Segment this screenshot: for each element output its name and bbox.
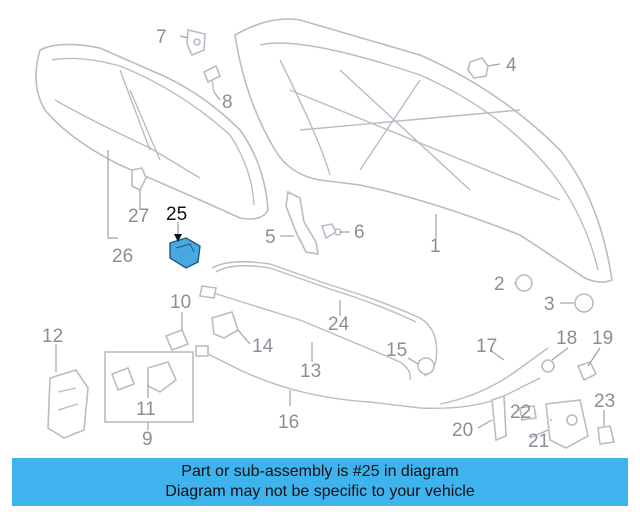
callout-14: 14: [252, 336, 274, 357]
callout-25: 25: [166, 204, 187, 225]
callout-17: 17: [476, 336, 497, 357]
hood-insulator-pad: [35, 43, 269, 220]
callout-11: 11: [136, 399, 156, 420]
callout-22: 22: [510, 402, 531, 423]
callout-21: 21: [528, 431, 549, 452]
callout-6: 6: [354, 222, 365, 243]
bolt-22: [519, 405, 537, 421]
callout-23: 23: [594, 391, 615, 412]
callout-15: 15: [386, 340, 407, 361]
callout-13: 13: [300, 361, 321, 382]
callout-12: 12: [42, 326, 63, 347]
hood-hinge-5: [285, 190, 319, 255]
hood-panel: [234, 18, 613, 283]
clip-27: [131, 167, 147, 192]
release-cable-16: [195, 345, 541, 409]
bolt-8: [202, 64, 222, 93]
callout-24: 24: [328, 314, 350, 335]
callout-18: 18: [556, 328, 577, 349]
clip-19: [576, 361, 598, 382]
callout-19: 19: [592, 328, 613, 349]
bracket-23: [597, 425, 615, 445]
callout-26: 26: [112, 246, 133, 267]
cable-end-18: [541, 359, 555, 373]
cable-end-14: [211, 311, 239, 339]
clip-15: [417, 357, 435, 375]
banner-line-1: Part or sub-assembly is #25 in diagram: [181, 463, 459, 480]
callout-2: 2: [494, 274, 505, 295]
banner-line-2: Diagram may not be specific to your vehi…: [165, 483, 475, 500]
bumper-4: [467, 57, 489, 79]
callout-27: 27: [128, 206, 149, 227]
bolt-6: [320, 223, 342, 240]
callout-7: 7: [156, 27, 167, 48]
latch-12: [47, 369, 89, 439]
callout-16: 16: [278, 412, 299, 433]
kit-box-9: [104, 351, 194, 423]
release-cable-13: [199, 285, 411, 381]
callout-20: 20: [452, 420, 473, 441]
callout-9: 9: [142, 429, 153, 450]
release-handle-10: [164, 328, 190, 352]
callout-5: 5: [265, 227, 276, 248]
callout-numbers: 7 4 8 5 6 1 27 26 25 2 3 10 24 14 13 15 …: [42, 27, 615, 452]
callout-1: 1: [430, 236, 441, 257]
latch-21: [545, 399, 589, 449]
callout-10: 10: [170, 292, 191, 313]
plug-3: [574, 293, 594, 313]
callout-3: 3: [544, 294, 555, 315]
release-cable-17: [439, 347, 549, 405]
callout-4: 4: [506, 55, 517, 76]
callout-8: 8: [222, 92, 233, 113]
grommet-2: [515, 274, 533, 292]
latch-20: [491, 394, 507, 442]
info-banner: Part or sub-assembly is #25 in diagram D…: [12, 458, 628, 506]
part-25-highlighted: [169, 237, 201, 269]
leader-lines: [55, 35, 605, 439]
parts-diagram: 7 4 8 5 6 1 27 26 25 2 3 10 24 14 13 15 …: [35, 18, 615, 452]
hinge-bracket-7: [186, 29, 206, 57]
